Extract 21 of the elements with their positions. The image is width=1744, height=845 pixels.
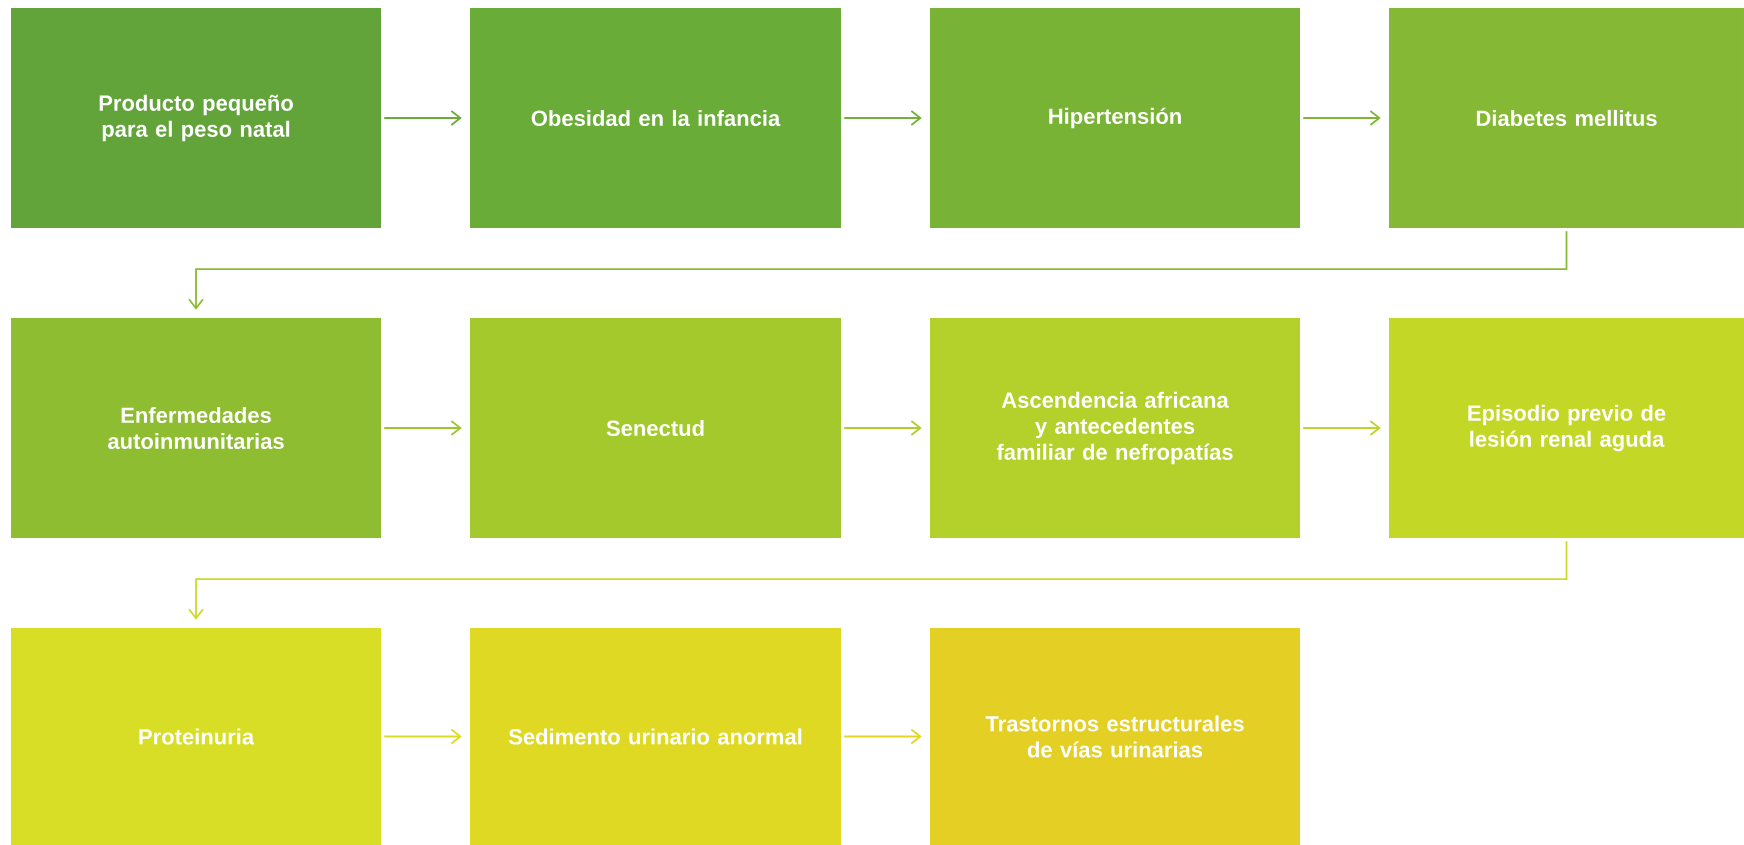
process-box: Obesidad en la infancia [470,8,841,228]
arrow [383,420,462,436]
arrow [1302,110,1381,126]
process-box: Enfermedades autoinmunitarias [11,318,381,538]
arrow [188,230,1568,310]
arrow [843,728,922,745]
arrow [1302,420,1381,436]
arrow [843,420,922,436]
arrow [383,728,462,745]
process-box: Senectud [470,318,841,538]
process-box: Sedimento urinario anormal [470,628,841,845]
process-box: Producto pequeño para el peso natal [11,8,381,228]
arrow [383,110,462,126]
process-box: Ascendencia africana y antecedentes familiar de nefropatías [930,318,1300,538]
process-box: Episodio previo de lesión renal aguda [1389,318,1744,538]
arrow [188,540,1568,620]
process-box: Trastornos estructurales de vías urinarias [930,628,1300,845]
process-box: Hipertensión [930,8,1300,228]
process-box: Diabetes mellitus [1389,8,1744,228]
arrow [843,110,922,126]
process-box: Proteinuria [11,628,381,845]
